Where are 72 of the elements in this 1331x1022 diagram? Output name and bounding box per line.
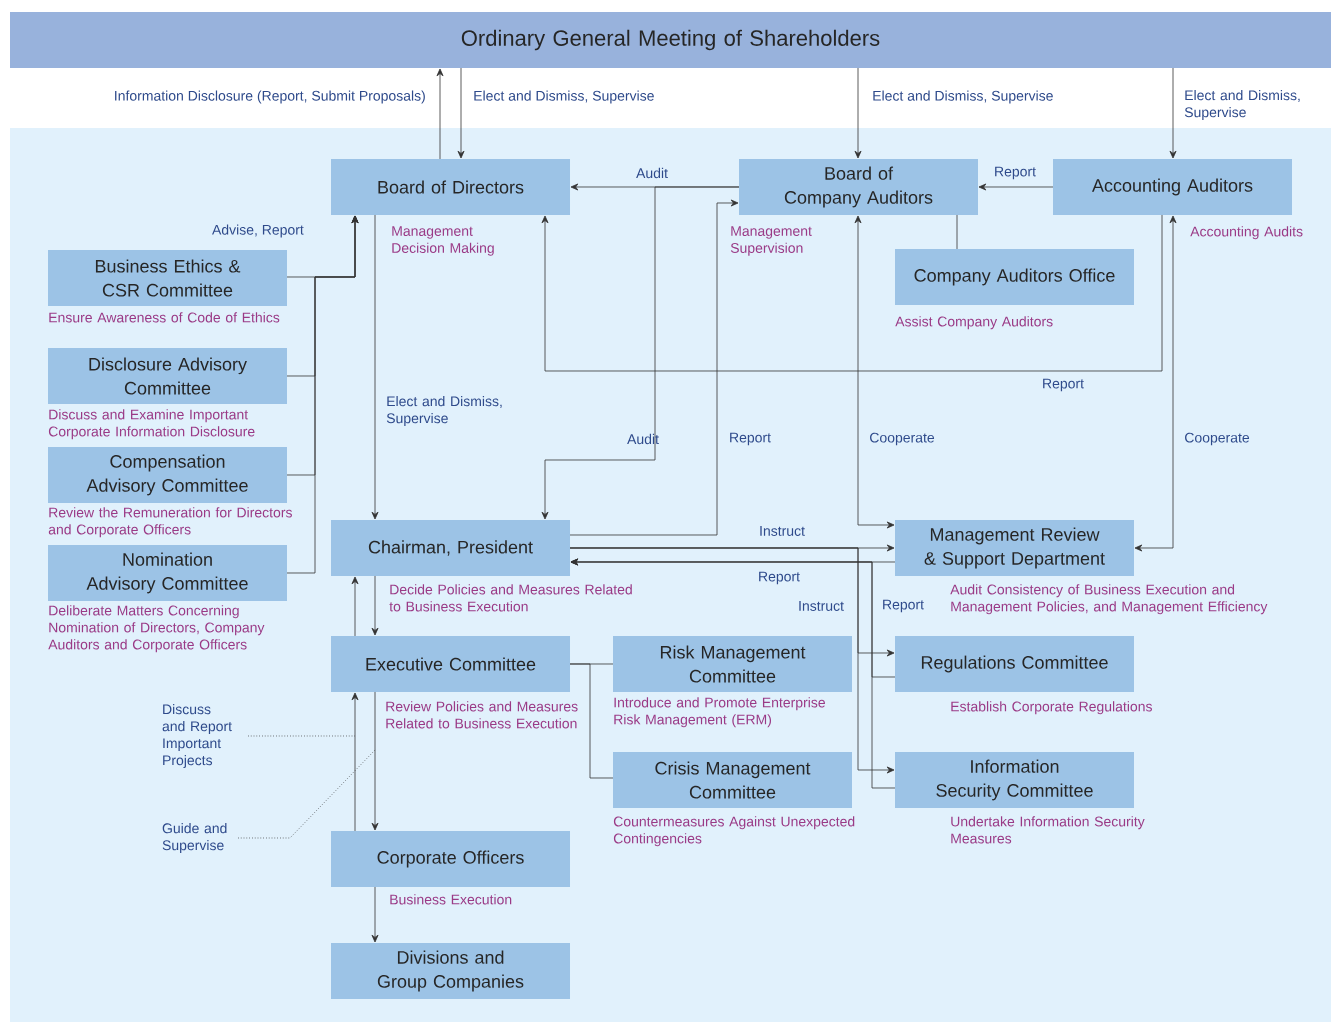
org-box: Compensation Advisory Committee — [48, 447, 287, 503]
org-box: Board of Directors — [331, 159, 570, 215]
edge-label: Elect and Dismiss, Supervise — [1184, 89, 1300, 120]
org-box: Executive Committee — [331, 636, 570, 692]
org-box: Information Security Committee — [895, 752, 1134, 808]
edge-label: Instruct — [760, 526, 805, 536]
edge-label: Audit — [627, 433, 659, 445]
arrow — [371, 886, 379, 943]
org-box: Crisis Management Committee — [613, 752, 852, 808]
arrow — [569, 199, 739, 536]
description-text: Introduce and Promote Enterprise Risk Management (ERM) — [614, 697, 825, 728]
arrow — [854, 215, 895, 529]
description-text: Decide Policies and Measures Related to Business Execution — [389, 584, 632, 612]
org-box: Divisions and Group Companies — [331, 943, 570, 999]
annotation-text: Discuss and Report Important Projects — [162, 703, 232, 768]
org-box: Regulations Committee — [895, 636, 1134, 692]
leader-line — [237, 749, 376, 839]
leader-line — [247, 735, 356, 737]
org-box: Board of Company Auditors — [739, 159, 978, 215]
description-text: Management Decision Making — [392, 226, 494, 256]
edge-label: Elect and Dismiss, Supervise — [873, 90, 1053, 104]
edge-label: Report — [759, 571, 800, 585]
arrow — [1169, 67, 1177, 159]
org-box: Management Review & Support Department — [895, 520, 1134, 576]
edge-label: Elect and Dismiss, Supervise — [474, 90, 654, 104]
arrow — [457, 67, 465, 159]
description-text: Deliberate Matters Concerning Nomination of Directors, Company Auditors and Corporate Officers — [48, 605, 265, 653]
header-band: Ordinary General Meeting of Shareholders — [10, 12, 1331, 68]
description-text: Review the Remuneration for Directors and Corporate Officers — [48, 507, 292, 538]
arrow — [371, 575, 379, 636]
arrow — [351, 576, 359, 637]
org-box: Business Ethics & CSR Committee — [48, 250, 287, 306]
description-text: Establish Corporate Regulations — [951, 701, 1152, 715]
description-text: Business Execution — [390, 894, 512, 905]
org-box: Disclosure Advisory Committee — [48, 348, 287, 404]
arrow — [436, 68, 444, 160]
edge-label: Report — [1043, 378, 1084, 392]
edge-label: Cooperate — [870, 432, 935, 446]
org-box: Company Auditors Office — [895, 249, 1134, 305]
org-box: Corporate Officers — [331, 831, 570, 887]
description-text: Undertake Information Security Measures — [951, 816, 1145, 844]
arrow — [351, 692, 359, 832]
arrow — [854, 67, 862, 159]
description-text: Accounting Audits — [1190, 226, 1303, 240]
arrow — [371, 214, 379, 520]
arrow — [978, 183, 1054, 191]
edge-label: Instruct — [799, 601, 844, 611]
org-box: Chairman, President — [331, 520, 570, 576]
edge-label: Report — [883, 599, 924, 613]
description-text: Management Supervision — [730, 226, 812, 256]
edge-label: Audit — [636, 167, 668, 179]
description-text: Review Policies and Measures Related to Business Execution — [386, 701, 578, 729]
description-text: Countermeasures Against Unexpected Contingencies — [613, 816, 855, 847]
description-text: Ensure Awareness of Code of Ethics — [49, 312, 280, 323]
edge-label: Report — [995, 166, 1036, 180]
edge-label: Report — [730, 432, 771, 446]
edge-label: Cooperate — [1185, 432, 1250, 446]
edge-label: Information Disclosure (Report, Submit Proposals) — [115, 90, 425, 104]
description-text: Discuss and Examine Important Corporate Information Disclosure — [48, 409, 255, 440]
org-box: Accounting Auditors — [1053, 159, 1292, 215]
description-text: Assist Company Auditors — [895, 316, 1053, 330]
org-box: Risk Management Committee — [613, 636, 852, 692]
arrow — [286, 215, 359, 574]
description-text: Audit Consistency of Business Execution and Management Policies, and Management Efficiency — [950, 584, 1268, 615]
arrow — [541, 214, 1163, 372]
org-box: Nomination Advisory Committee — [48, 545, 287, 601]
arrow — [371, 691, 379, 831]
arrow — [1134, 215, 1177, 552]
annotation-text: Guide and Supervise — [162, 822, 227, 853]
arrow — [541, 186, 740, 520]
edge-label: Advise, Report — [212, 224, 304, 238]
edge-label: Elect and Dismiss, Supervise — [386, 395, 502, 426]
